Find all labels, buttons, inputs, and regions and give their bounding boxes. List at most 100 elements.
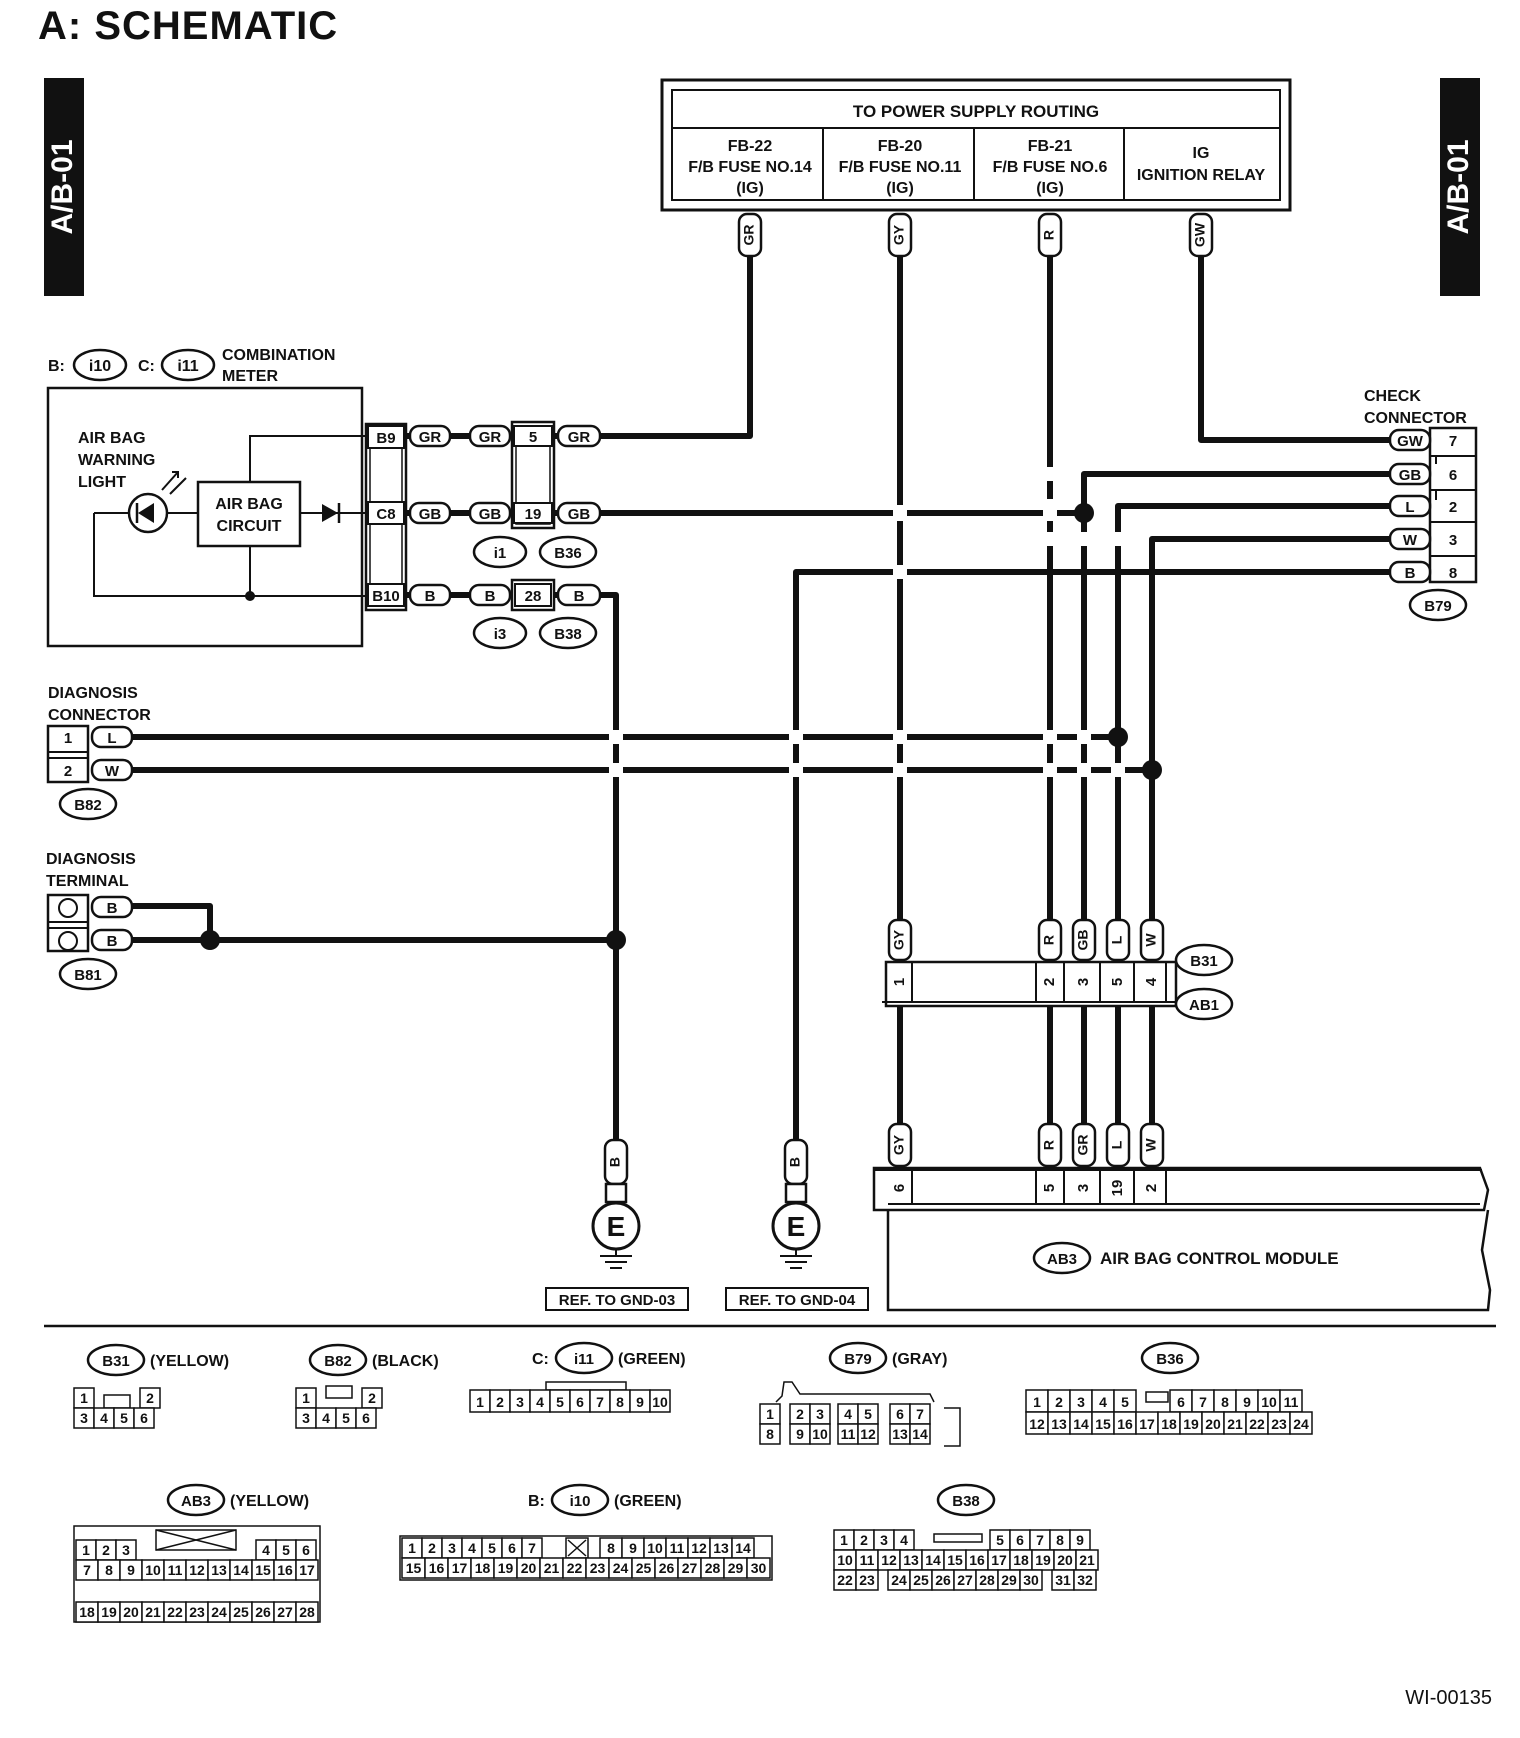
b79-pin-14: 14 bbox=[912, 1426, 928, 1442]
joint-wire-b: B bbox=[485, 588, 496, 605]
i10-pin-14: 14 bbox=[735, 1540, 751, 1556]
i10-pin-18: 18 bbox=[475, 1560, 491, 1576]
diag-wire-l: L bbox=[107, 730, 116, 747]
b31-name: B31 bbox=[102, 1353, 130, 1370]
b36-pin-15: 15 bbox=[1095, 1416, 1111, 1432]
b36-pin-17: 17 bbox=[1139, 1416, 1155, 1432]
gnd03-wire-b: B bbox=[607, 1157, 623, 1167]
i10-pin-20: 20 bbox=[521, 1560, 537, 1576]
diag-terminal-title-line1: DIAGNOSIS bbox=[46, 851, 136, 868]
wire-crossing-gaps bbox=[609, 467, 1125, 777]
i10-pin-16: 16 bbox=[429, 1560, 445, 1576]
b82-pin-2: 2 bbox=[368, 1390, 376, 1406]
side-tab-left-label: A/B-01 bbox=[46, 139, 79, 234]
b38-pin-24: 24 bbox=[891, 1572, 907, 1588]
i11-color: (GREEN) bbox=[618, 1351, 686, 1368]
joint-wire-gb: GB bbox=[479, 506, 502, 523]
ab3-pin-9: 9 bbox=[127, 1562, 135, 1578]
b36-pin-4: 4 bbox=[1099, 1394, 1107, 1410]
i10-pin-17: 17 bbox=[452, 1560, 468, 1576]
b82-pin-1: 1 bbox=[302, 1390, 310, 1406]
b79-pin-8: 8 bbox=[766, 1426, 774, 1442]
b79-pin-13: 13 bbox=[892, 1426, 908, 1442]
b79-pin-3: 3 bbox=[816, 1406, 824, 1422]
svg-text:GY: GY bbox=[891, 224, 907, 245]
module-wire-gy: GY bbox=[891, 1134, 907, 1155]
b36-name: B36 bbox=[1156, 1351, 1184, 1368]
module-pin-2: 2 bbox=[1143, 1184, 1160, 1192]
b36-pin-18: 18 bbox=[1161, 1416, 1177, 1432]
i11-pin-7: 7 bbox=[596, 1394, 604, 1410]
b31-ab1-connector: 1 2 3 5 4 GY R GB L W B31 AB1 bbox=[882, 918, 1234, 1021]
i10-pin-6: 6 bbox=[508, 1540, 516, 1556]
junction-b-gnd bbox=[606, 930, 626, 950]
ab3-pin-2: 2 bbox=[102, 1542, 110, 1558]
ab3-pin-28: 28 bbox=[299, 1604, 315, 1620]
diag-term-wire-b2: B bbox=[107, 933, 118, 950]
diag-connector-title-line1: DIAGNOSIS bbox=[48, 685, 138, 702]
b79-pin-7: 7 bbox=[916, 1406, 924, 1422]
diag-pin-1: 1 bbox=[64, 730, 72, 747]
b79-color: (GRAY) bbox=[892, 1351, 947, 1368]
module-pin-19: 19 bbox=[1109, 1180, 1126, 1197]
power-supply-title: TO POWER SUPPLY ROUTING bbox=[853, 102, 1099, 121]
b31-pin-2: 2 bbox=[1041, 978, 1058, 986]
b31-pin-2: 2 bbox=[146, 1390, 154, 1406]
side-tab-left: A/B-01 bbox=[44, 78, 84, 296]
joint-pin-19: 19 bbox=[525, 506, 542, 523]
ab3-pin-14: 14 bbox=[233, 1562, 249, 1578]
i10-pin-1: 1 bbox=[408, 1540, 416, 1556]
power-col-2-line2: F/B FUSE NO.11 bbox=[839, 159, 962, 176]
i10-pin-28: 28 bbox=[705, 1560, 721, 1576]
ab3-pin-17: 17 bbox=[299, 1562, 315, 1578]
b31-pin-5: 5 bbox=[120, 1410, 128, 1426]
wire-tag-gy-power: GY bbox=[887, 212, 913, 258]
b82-name: B82 bbox=[324, 1353, 352, 1370]
i10-pin-23: 23 bbox=[590, 1560, 606, 1576]
b38-pin-15: 15 bbox=[947, 1552, 963, 1568]
warning-lamp-icon bbox=[127, 471, 187, 534]
ab3-pin-24: 24 bbox=[211, 1604, 227, 1620]
ground-gnd04: B E REF. TO GND-04 bbox=[725, 1138, 869, 1311]
b38-pin-25: 25 bbox=[913, 1572, 929, 1588]
conn-label-b38: B38 bbox=[554, 626, 582, 643]
check-wire-w: W bbox=[1403, 532, 1418, 549]
module-wire-l: L bbox=[1109, 1140, 1125, 1149]
b36-pin-1: 1 bbox=[1033, 1394, 1041, 1410]
b79-name: B79 bbox=[844, 1351, 872, 1368]
ab3-pin-12: 12 bbox=[189, 1562, 205, 1578]
b79-pin-1: 1 bbox=[766, 1406, 774, 1422]
b82-pin-5: 5 bbox=[342, 1410, 350, 1426]
air-bag-circuit-line1: AIR BAG bbox=[215, 496, 283, 513]
b38-pin-12: 12 bbox=[881, 1552, 897, 1568]
b31-pin-1: 1 bbox=[80, 1390, 88, 1406]
ab3-pin-1: 1 bbox=[82, 1542, 90, 1558]
b36-pin-8: 8 bbox=[1221, 1394, 1229, 1410]
joint-pin-5: 5 bbox=[529, 429, 537, 446]
module-wire-w: W bbox=[1143, 1138, 1159, 1152]
i10-pin-15: 15 bbox=[406, 1560, 422, 1576]
b36-pin-2: 2 bbox=[1055, 1394, 1063, 1410]
wire-gw-ig-relay bbox=[1198, 254, 1392, 443]
b36-pin-9: 9 bbox=[1243, 1394, 1251, 1410]
b31-color: (YELLOW) bbox=[150, 1353, 229, 1370]
module-pin-3: 3 bbox=[1075, 1184, 1092, 1192]
wire-b-diag-term-1 bbox=[132, 903, 213, 940]
i11-pin-9: 9 bbox=[636, 1394, 644, 1410]
b38-pin-16: 16 bbox=[969, 1552, 985, 1568]
b82-pin-4: 4 bbox=[322, 1410, 330, 1426]
i10-pin-10: 10 bbox=[647, 1540, 663, 1556]
ab3-pin-20: 20 bbox=[123, 1604, 139, 1620]
ab3-pin-8: 8 bbox=[105, 1562, 113, 1578]
diag-conn-b82: B82 bbox=[74, 797, 102, 814]
joint-pin-28: 28 bbox=[525, 588, 542, 605]
power-col-4-line1: IG bbox=[1193, 145, 1210, 162]
b36-pin-3: 3 bbox=[1077, 1394, 1085, 1410]
b31-wire-l: L bbox=[1109, 935, 1125, 944]
i11-pin-10: 10 bbox=[652, 1394, 668, 1410]
power-col-3-line3: (IG) bbox=[1036, 180, 1064, 197]
ab3-pin-3: 3 bbox=[122, 1542, 130, 1558]
side-tab-right-label: A/B-01 bbox=[1442, 139, 1475, 234]
